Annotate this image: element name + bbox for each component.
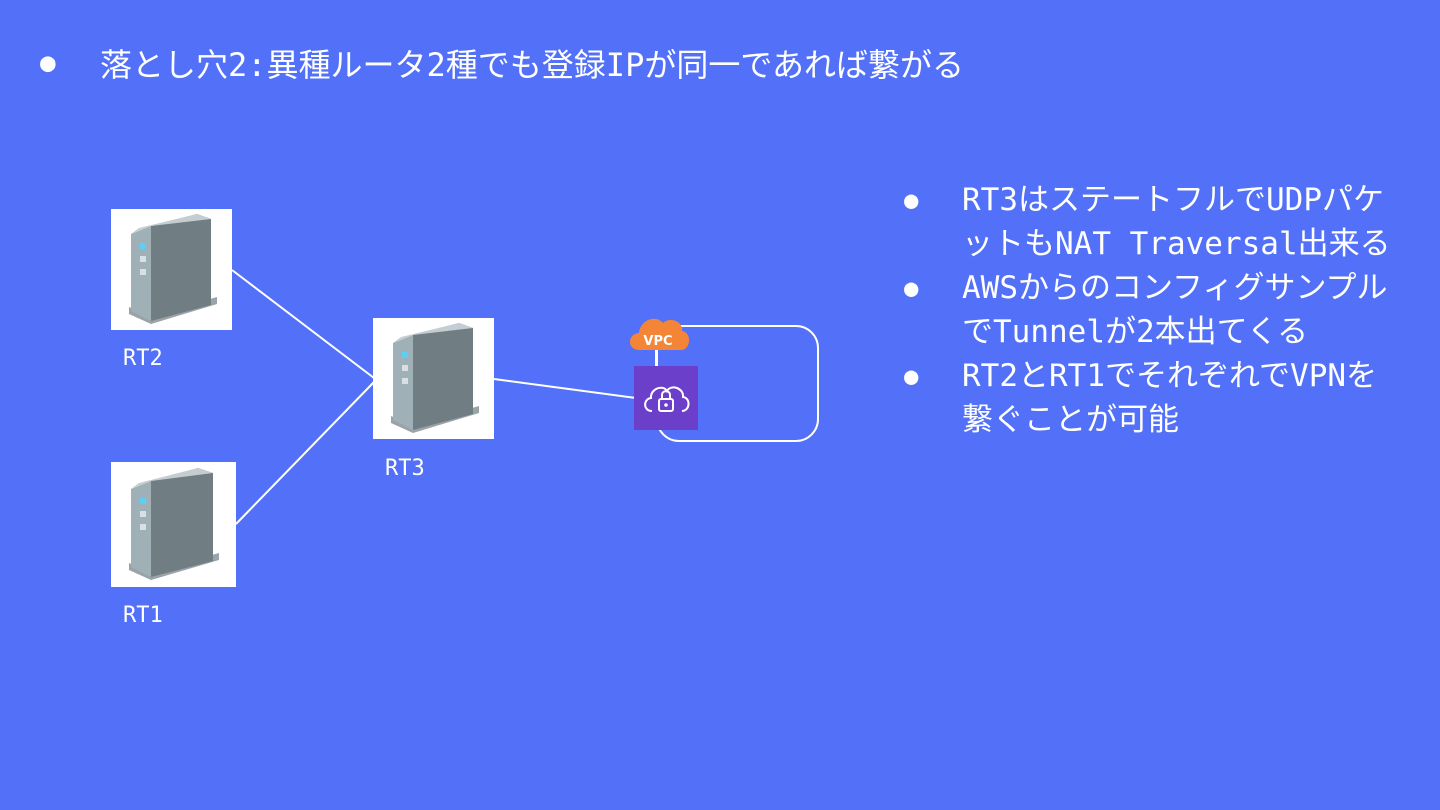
rt1-led-1 [140, 498, 146, 504]
vpn-gateway-icon [634, 366, 698, 430]
slide-title: ● 落とし穴2:異種ルータ2種でも登録IPが同一であれば繋がる [40, 38, 964, 88]
title-bullet: ● [40, 48, 56, 78]
list-item: ● RT2とRT1でそれぞれでVPNを繋ぐことが可能 [898, 354, 1398, 442]
vpc-badge-label: VPC [643, 334, 672, 349]
router-label-rt2: RT2 [123, 346, 163, 371]
bullet-dot: ● [904, 274, 919, 302]
note-text: AWSからのコンフィグサンプルでTunnelが2本出てくる [962, 270, 1388, 350]
bullet-dot: ● [904, 186, 919, 214]
vpc-cloud-icon: VPC [630, 318, 690, 366]
notes-list: ● RT3はステートフルでUDPパケットもNAT Traversal出来る ● … [898, 178, 1398, 442]
rt2-led-1 [140, 243, 146, 249]
router-rt2 [111, 209, 232, 330]
rt3-led-1 [402, 352, 408, 358]
link-rt3-vpn [493, 378, 637, 399]
router-label-rt1: RT1 [123, 603, 163, 628]
link-rt1-rt3 [235, 381, 375, 525]
router-rt3 [373, 318, 494, 439]
lock-icon [658, 398, 674, 412]
list-item: ● AWSからのコンフィグサンプルでTunnelが2本出てくる [898, 266, 1398, 354]
title-text: 落とし穴2:異種ルータ2種でも登録IPが同一であれば繋がる [100, 46, 965, 84]
router-rt1 [111, 462, 236, 587]
note-text: RT2とRT1でそれぞれでVPNを繋ぐことが可能 [962, 358, 1378, 438]
connection-lines [231, 269, 637, 525]
note-text: RT3はステートフルでUDPパケットもNAT Traversal出来る [962, 182, 1391, 262]
router-label-rt3: RT3 [385, 456, 425, 481]
link-rt2-rt3 [231, 269, 375, 379]
list-item: ● RT3はステートフルでUDPパケットもNAT Traversal出来る [898, 178, 1398, 266]
bullet-dot: ● [904, 362, 919, 390]
